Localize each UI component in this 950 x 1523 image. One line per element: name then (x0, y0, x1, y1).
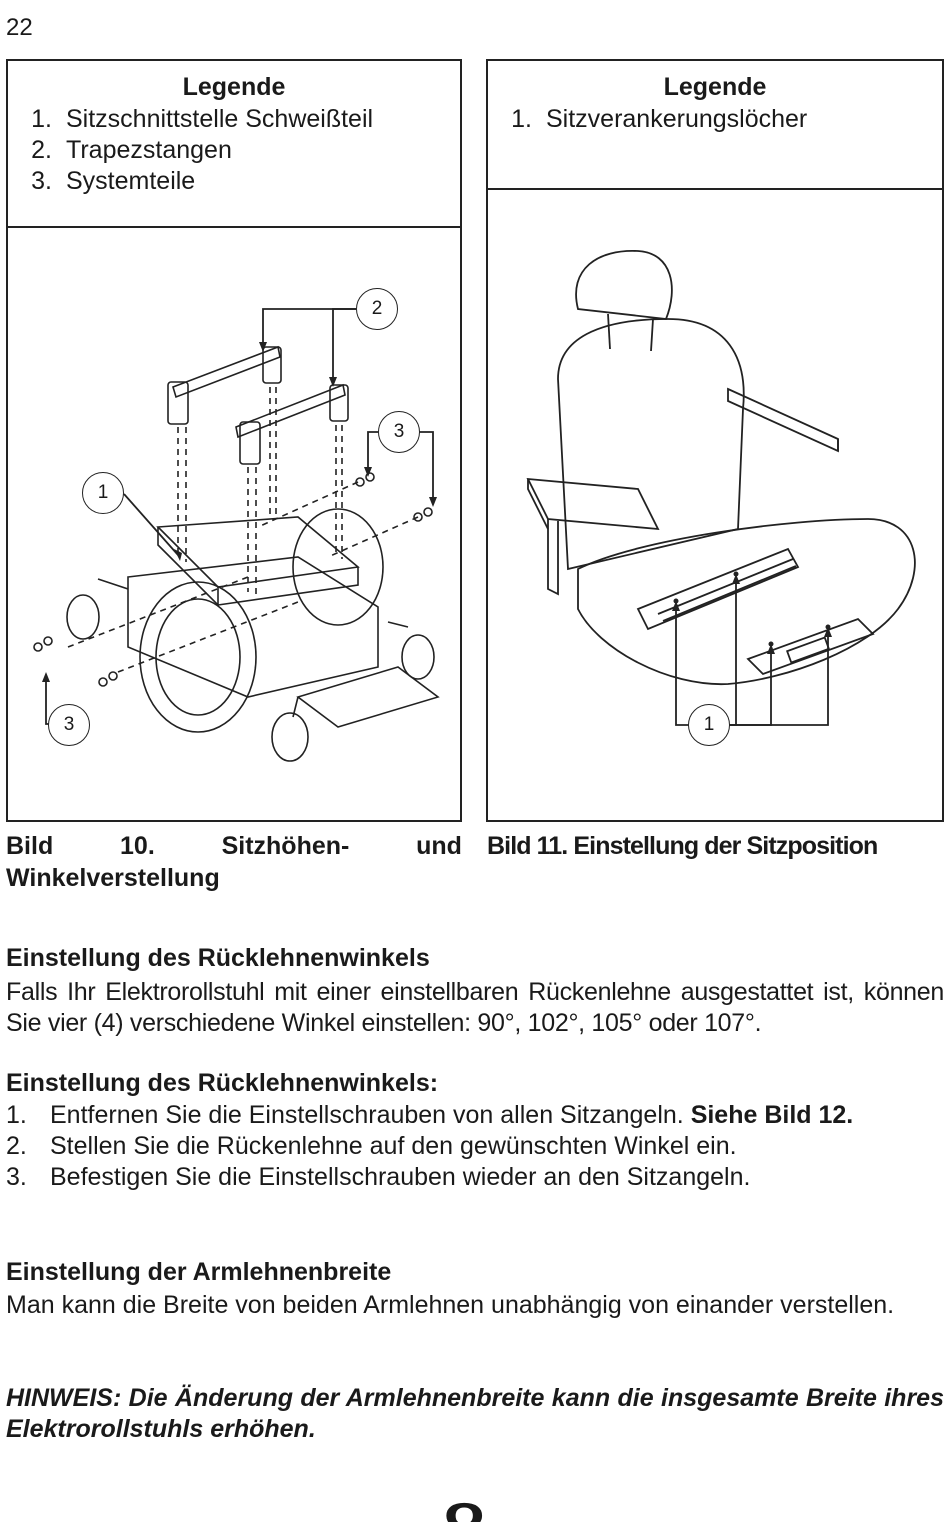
section-body: Man kann die Breite von beiden Armlehnen… (6, 1291, 895, 1319)
legend-title: Legende (182, 73, 286, 101)
legend-item: 1.Sitzschnittstelle Schweißteil (31, 105, 374, 133)
legend-title: Legende (663, 73, 767, 101)
list-item: 1. Entfernen Sie die Einstellschrauben v… (6, 1101, 854, 1129)
section-title: Einstellung des Rücklehnenwinkels: (6, 1069, 439, 1097)
callout-3: 3 (378, 411, 420, 453)
callout-2: 2 (356, 288, 398, 330)
page-number: 22 (6, 14, 33, 41)
warning-note: HINWEIS: Die Änderung der Armlehnenbreit… (6, 1384, 944, 1443)
section-body: Falls Ihr Elektrorollstuhl mit einer ein… (6, 978, 944, 1037)
section-title: Einstellung der Armlehnenbreite (6, 1258, 392, 1286)
figure-11-frame: Legende 1.Sitzverankerungslöcher (486, 59, 944, 822)
legend-item: 2.Trapezstangen (31, 136, 232, 164)
callout-1: 1 (688, 704, 730, 746)
legend-item: 3.Systemteile (31, 167, 196, 195)
figure-10-legend: Legende 1.Sitzschnittstelle Schweißteil … (8, 61, 460, 228)
figure-11-caption: Bild 11. Einstellung der Sitzposition (487, 832, 878, 860)
seat-illustration (526, 250, 916, 726)
steps-list: 1. Entfernen Sie die Einstellschrauben v… (6, 1100, 944, 1193)
section-title: Einstellung des Rücklehnenwinkels (6, 944, 430, 972)
callout-1: 1 (82, 472, 124, 514)
legend-item: 1.Sitzverankerungslöcher (511, 105, 808, 133)
brand-logo: Q (444, 1500, 484, 1522)
figure-11-legend: Legende 1.Sitzverankerungslöcher (488, 61, 942, 190)
callout-3: 3 (48, 704, 90, 746)
list-item: 3. Befestigen Sie die Einstellschrauben … (6, 1163, 751, 1191)
wheelchair-base-illustration (33, 308, 440, 762)
list-item: 2. Stellen Sie die Rückenlehne auf den g… (6, 1132, 737, 1160)
figure-10-caption: Bild 10. Sitzhöhen- und Winkelverstellun… (6, 832, 462, 892)
